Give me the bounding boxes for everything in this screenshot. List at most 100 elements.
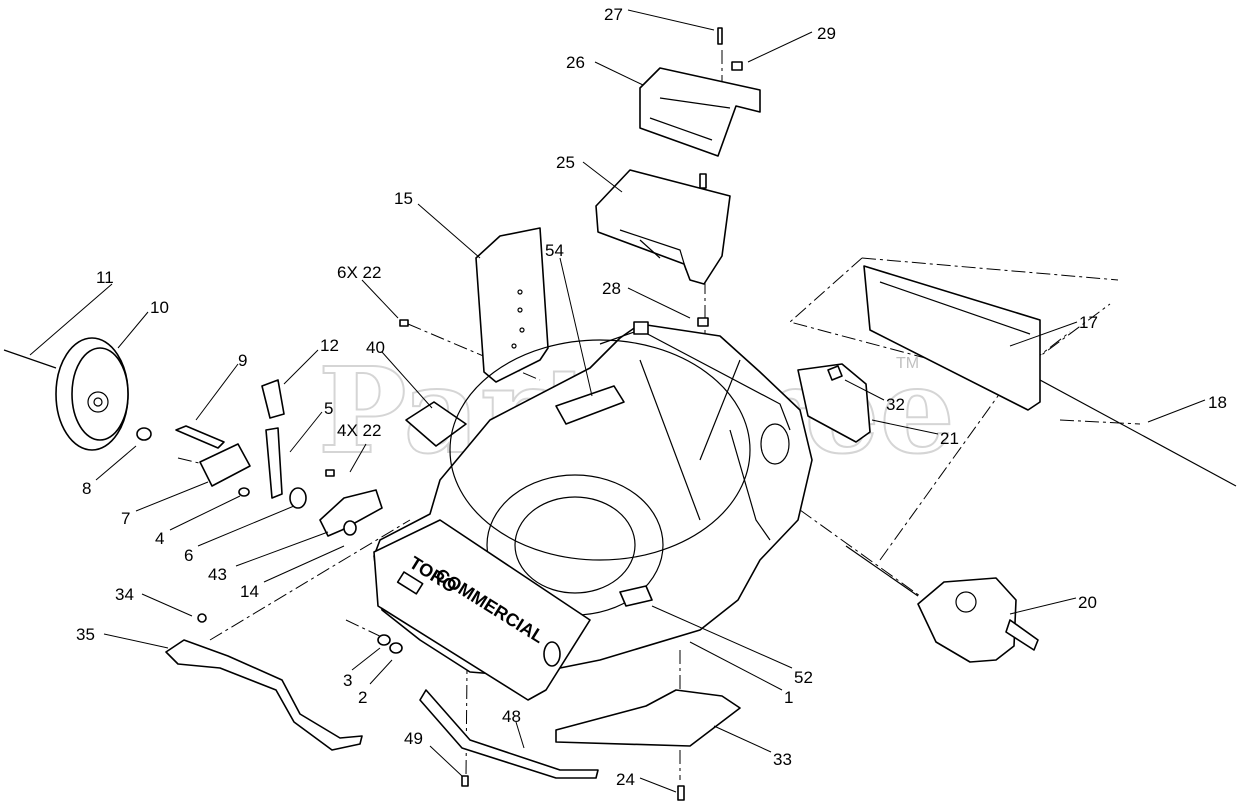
part-17-rear-skirt — [863, 265, 1041, 411]
small-fasteners — [325, 27, 843, 801]
callout-label-6: 6 — [184, 546, 193, 565]
callout-leader-18 — [1147, 399, 1206, 423]
callout-leader-2 — [369, 659, 393, 685]
part-5-height-lever — [265, 427, 283, 499]
callout-leader-32 — [844, 379, 885, 401]
callout-leader-21 — [871, 419, 939, 435]
part-10-wheel — [55, 337, 129, 451]
callout-label-48: 48 — [502, 707, 521, 726]
part-3-washer — [377, 634, 391, 646]
callout-label-8: 8 — [82, 479, 91, 498]
callout-leader-25 — [582, 161, 623, 193]
part-4-nut — [238, 487, 250, 497]
callout-leader-12 — [283, 349, 319, 385]
callout-label-17: 17 — [1079, 313, 1098, 332]
callout-leader-1 — [689, 641, 783, 691]
callout-leader-4x22 — [349, 443, 367, 473]
callout-leader-14 — [263, 545, 345, 583]
callout-leader-7 — [135, 481, 209, 512]
callout-leader-35 — [103, 633, 169, 649]
part-54-warning-decals — [555, 385, 653, 607]
callout-label-9: 9 — [238, 351, 247, 370]
callout-leader-29 — [747, 31, 813, 63]
part-26-top-shield — [639, 61, 761, 157]
callout-label-5: 5 — [324, 399, 333, 418]
front-bumper-decal-panel: TORO COMMERCIAL — [373, 519, 591, 701]
callout-label-43: 43 — [208, 565, 227, 584]
callout-label-33: 33 — [773, 750, 792, 769]
part-12-knob — [261, 379, 285, 419]
callout-leader-9 — [195, 363, 239, 421]
callout-leader-3 — [351, 647, 381, 671]
part-18-rod — [1039, 379, 1237, 487]
callout-leader-26 — [594, 61, 644, 86]
part-33-baffle — [555, 689, 741, 747]
part-7-pivot-bracket — [199, 443, 251, 487]
callout-leader-34 — [141, 593, 193, 617]
part-15-side-plate — [475, 227, 549, 383]
callout-label-7: 7 — [121, 509, 130, 528]
callout-leader-20 — [1009, 597, 1077, 615]
callout-leader-24 — [639, 777, 677, 793]
callout-label-34: 34 — [115, 585, 134, 604]
callout-label-54: 54 — [545, 241, 564, 260]
part-9-bolt — [175, 425, 225, 449]
callout-label-15: 15 — [394, 189, 413, 208]
callout-label-6x22: 6X 22 — [337, 263, 381, 282]
part-34-bolt — [197, 613, 207, 623]
callout-leader-10 — [117, 311, 149, 349]
part-48-flap — [419, 689, 599, 779]
callout-leader-15 — [417, 203, 481, 259]
callout-label-4x22: 4X 22 — [337, 421, 381, 440]
callout-label-10: 10 — [150, 298, 169, 317]
part-8-spacer — [136, 427, 152, 441]
part-11-axle-bolt — [3, 349, 57, 369]
callout-leader-5 — [289, 411, 323, 453]
callout-label-21: 21 — [940, 429, 959, 448]
callout-label-26: 26 — [566, 53, 585, 72]
callout-label-35: 35 — [76, 625, 95, 644]
callout-label-40: 40 — [366, 338, 385, 357]
part-14-washer — [343, 520, 357, 536]
callout-label-2: 2 — [358, 688, 367, 707]
callout-label-14: 14 — [240, 582, 259, 601]
callout-label-28: 28 — [602, 279, 621, 298]
callout-label-32: 32 — [886, 395, 905, 414]
callout-leader-6 — [197, 505, 295, 547]
callout-leader-17 — [1009, 321, 1078, 347]
callout-label-27: 27 — [604, 5, 623, 24]
part-20-transmission — [845, 545, 1039, 663]
callout-label-12: 12 — [320, 336, 339, 355]
part-35-rear-axle — [165, 639, 363, 751]
callout-leader-28 — [627, 287, 691, 319]
callout-leader-54 — [559, 257, 593, 397]
callout-leader-11 — [29, 283, 113, 356]
callout-label-4: 4 — [155, 529, 164, 548]
callout-leader-40 — [381, 351, 433, 409]
callout-leader-49 — [429, 745, 463, 777]
callout-leader-48 — [515, 721, 525, 749]
part-6-bushing — [289, 487, 307, 509]
callout-label-3: 3 — [343, 671, 352, 690]
callout-label-29: 29 — [817, 24, 836, 43]
callout-label-11: 11 — [96, 268, 114, 287]
callout-label-20: 20 — [1078, 593, 1097, 612]
callout-leader-43 — [235, 531, 329, 567]
callout-leader-4 — [169, 495, 241, 531]
part-25-rear-shield — [595, 169, 731, 285]
callout-leader-6x22 — [361, 279, 399, 319]
callout-leader-52 — [651, 605, 793, 669]
part-43-adjuster-plate — [319, 489, 383, 537]
callout-label-25: 25 — [556, 153, 575, 172]
callout-label-24: 24 — [616, 770, 635, 789]
callout-label-18: 18 — [1208, 393, 1227, 412]
part-2-nut — [389, 642, 403, 654]
callout-leader-8 — [95, 445, 137, 481]
callout-leader-27 — [627, 9, 715, 31]
callout-label-49: 49 — [404, 729, 423, 748]
callout-label-52: 52 — [794, 668, 813, 687]
callout-leader-33 — [713, 725, 772, 753]
